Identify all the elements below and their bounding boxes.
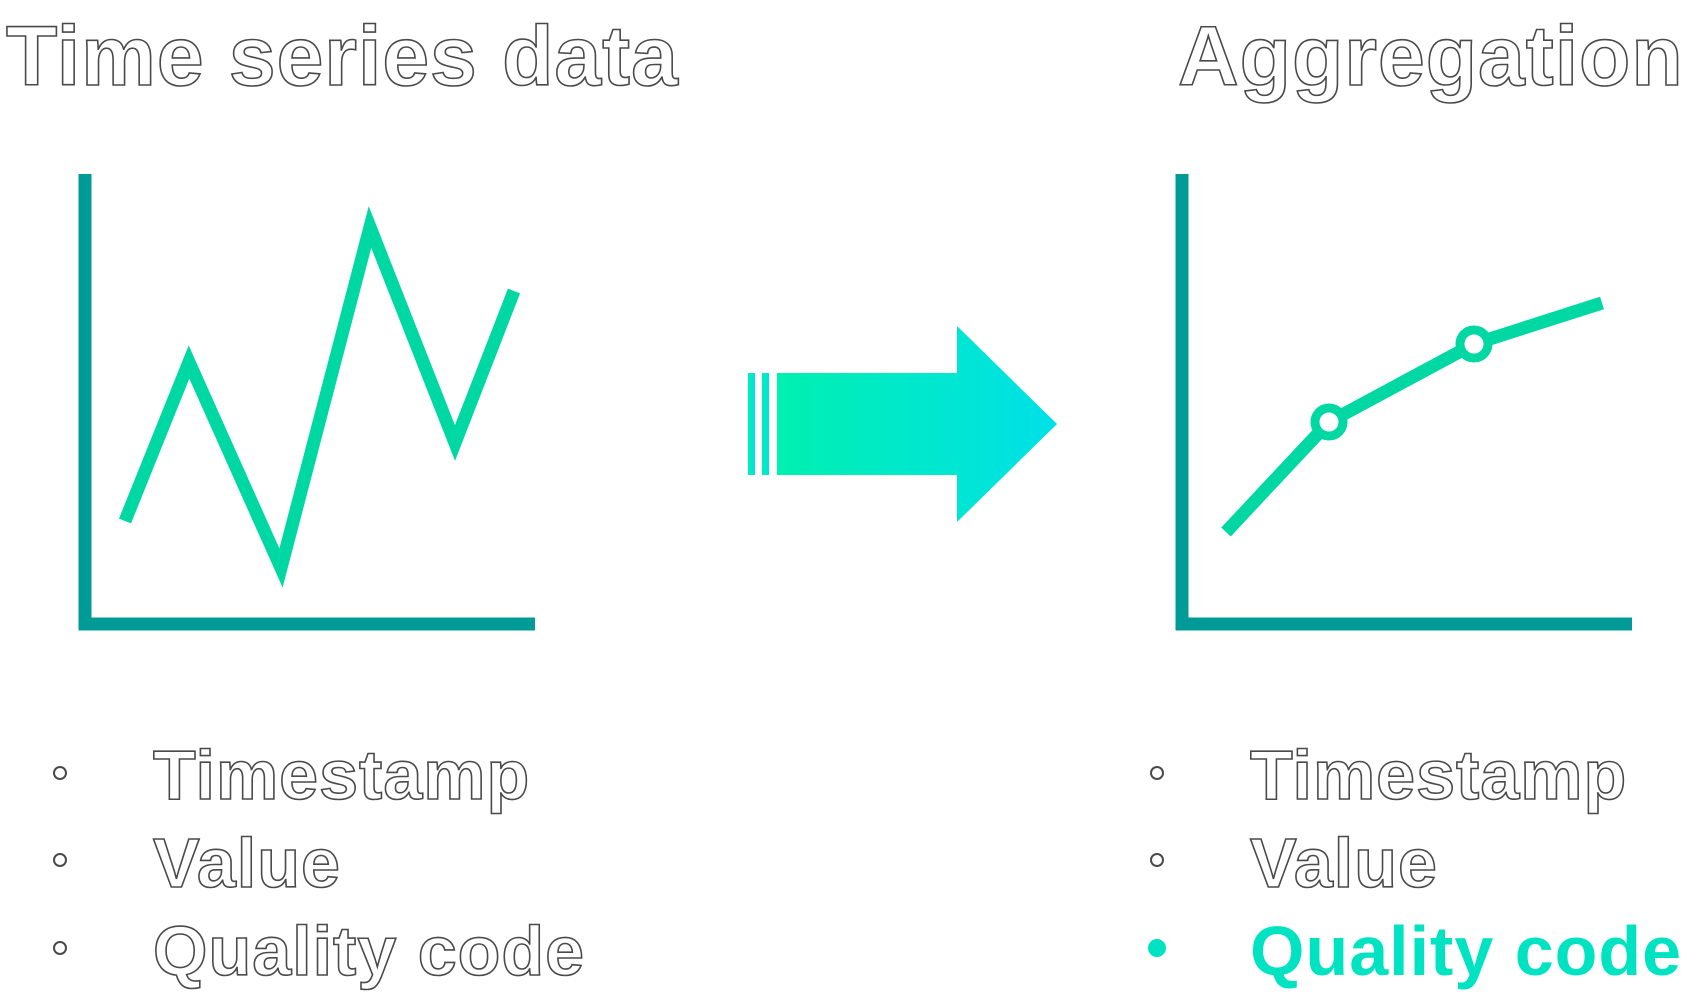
bullet-icon [53,766,67,780]
right-item-timestamp: Timestamp [1249,736,1628,814]
aggregated-point [1310,403,1348,441]
right-arrow-icon [748,326,1057,522]
aggregated-line-chart-icon [1175,174,1632,631]
raw-line-chart-icon [78,174,535,631]
left-item-value: Value [152,824,341,902]
left-title: Time series data [5,9,679,103]
right-chart-series-line [1221,296,1604,537]
bullet-icon [53,853,67,867]
left-chart-axes [78,174,535,631]
right-chart-axes [1175,174,1632,631]
bullet-icon [1150,766,1164,780]
bullet-icon [53,941,67,955]
left-item-timestamp: Timestamp [152,736,531,814]
right-item-quality-code: Quality code [1250,912,1683,990]
left-chart-series-line [118,206,521,588]
highlight-bullet-icon [1148,939,1166,957]
bullet-icon [1150,853,1164,867]
right-title: Aggregation [1177,9,1684,103]
aggregated-point [1455,325,1493,363]
left-item-quality-code: Quality code [152,912,586,990]
right-item-value: Value [1249,824,1438,902]
